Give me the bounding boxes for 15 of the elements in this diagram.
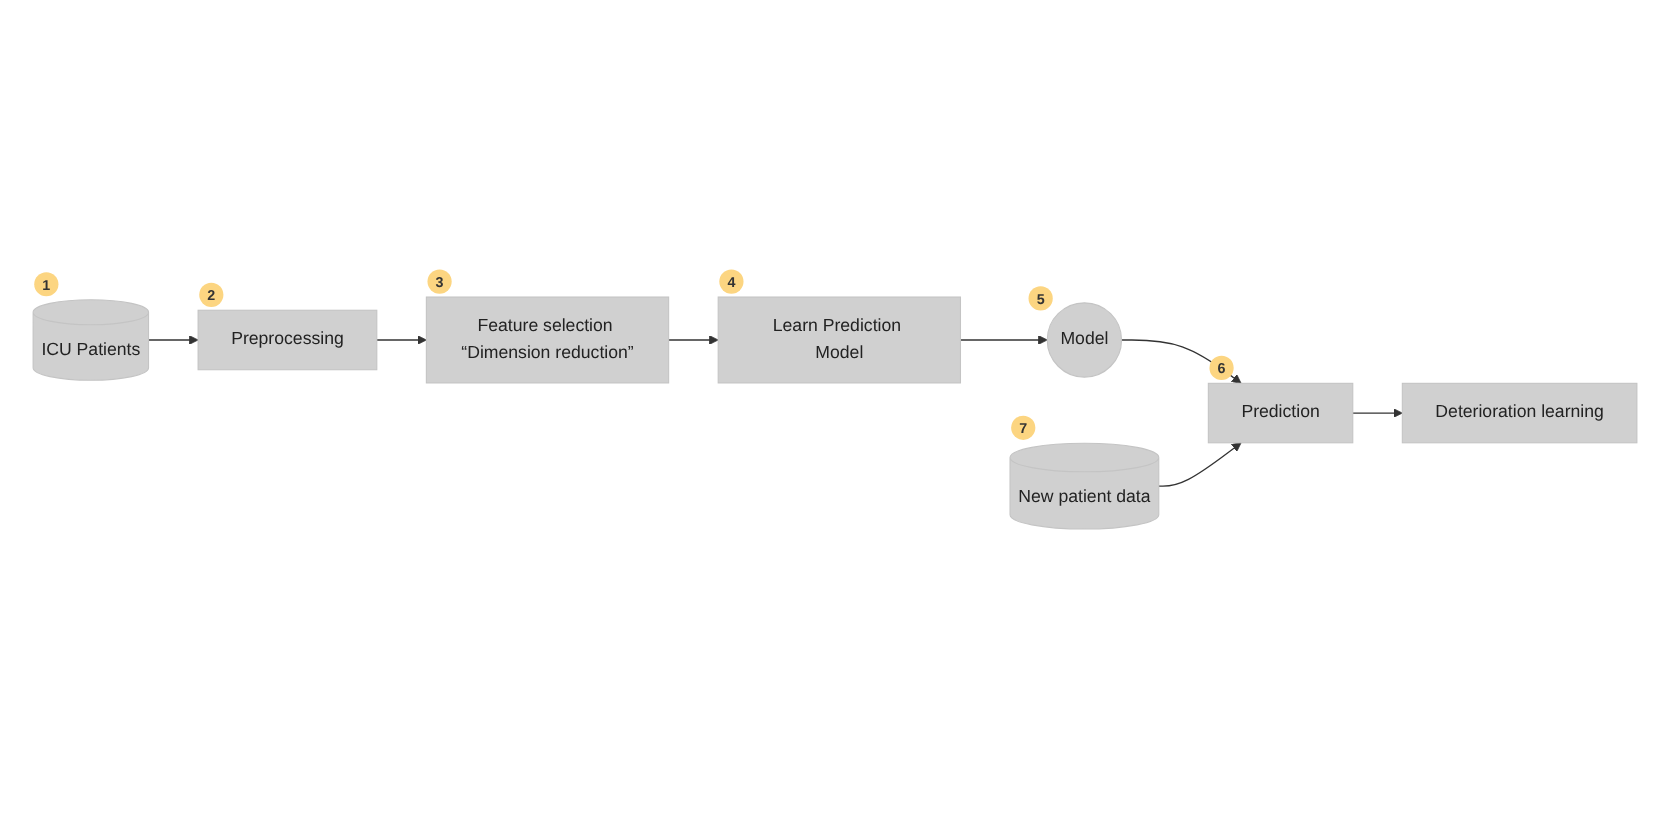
process-box: Learn Prediction Model [717,296,961,384]
database-cylinder: New patient data [1009,442,1160,530]
arrow [376,335,427,345]
process-box: Preprocessing [197,309,378,371]
database-cylinder: ICU Patients [32,299,150,381]
model-circle: Model [1046,302,1123,378]
process-box: Deterioration learning [1401,382,1638,444]
arrow [1352,408,1403,418]
process-box: Prediction [1207,382,1354,444]
process-box: Feature selection “Dimension reduction” [425,296,670,384]
arrow [959,335,1048,345]
arrow [1158,442,1242,487]
arrow [1120,339,1242,384]
arrow [147,335,199,345]
arrow [668,335,719,345]
